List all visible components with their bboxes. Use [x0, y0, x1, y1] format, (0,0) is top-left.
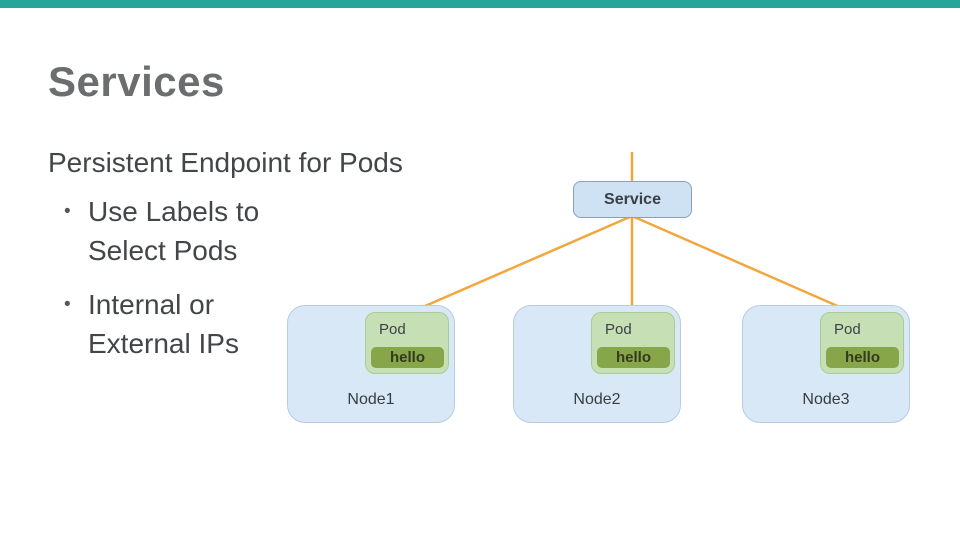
bullet-line: Internal or — [88, 289, 215, 320]
slide-subtitle: Persistent Endpoint for Pods — [48, 147, 403, 178]
page-title: Services — [48, 58, 225, 105]
pod-label: Pod — [379, 321, 406, 338]
service-to-pod3-line — [631, 214, 859, 317]
node-label: Node2 — [573, 391, 621, 408]
pod-label: Pod — [605, 321, 632, 338]
node-box-2: Pod hello Node2 — [513, 305, 681, 423]
bullet-text: Use Labels to Select Pods — [88, 192, 259, 270]
pod-badge-hello: hello — [597, 347, 670, 368]
top-accent-bar — [0, 0, 960, 8]
bullet-line: External IPs — [88, 328, 239, 359]
pod-badge-hello: hello — [371, 347, 444, 368]
bullet-item-ips: • Internal or External IPs — [64, 285, 239, 363]
node-box-3: Pod hello Node3 — [742, 305, 910, 423]
service-to-pod1-line — [408, 214, 633, 315]
service-label: Service — [604, 190, 661, 208]
bullet-marker-icon: • — [64, 201, 71, 222]
pod-box: Pod hello — [820, 312, 904, 374]
node-label: Node3 — [802, 391, 850, 408]
pod-badge-hello: hello — [826, 347, 899, 368]
node-box-1: Pod hello Node1 — [287, 305, 455, 423]
bullet-marker-icon: • — [64, 294, 71, 315]
bullet-line: Use Labels to — [88, 196, 260, 227]
pod-box: Pod hello — [365, 312, 449, 374]
pod-label: Pod — [834, 321, 861, 338]
bullet-line: Select Pods — [88, 235, 238, 266]
bullet-item-labels: • Use Labels to Select Pods — [64, 192, 259, 270]
pod-box: Pod hello — [591, 312, 675, 374]
bullet-text: Internal or External IPs — [88, 285, 239, 363]
node-label: Node1 — [347, 391, 395, 408]
service-box: Service — [573, 181, 692, 218]
